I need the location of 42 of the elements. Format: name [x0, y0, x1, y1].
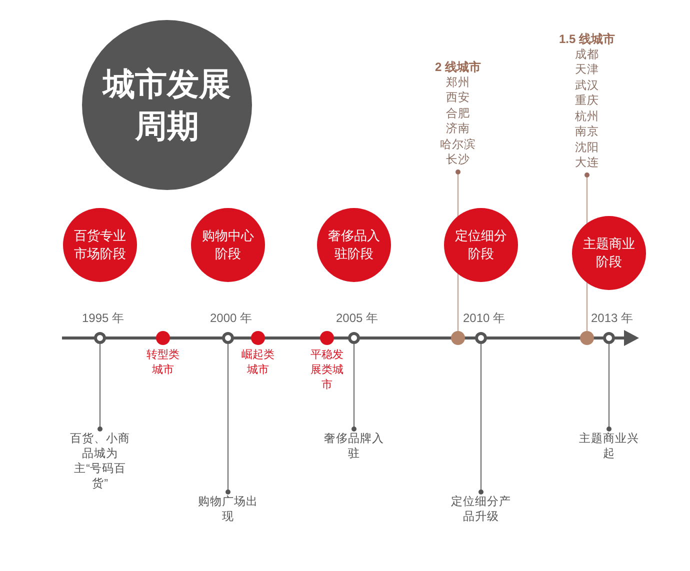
note-text: 定位细分产品升级	[450, 495, 512, 525]
year-label: 2000 年	[208, 310, 254, 327]
note-text: 购物广场出现	[197, 495, 259, 525]
year-label: 2010 年	[462, 310, 506, 327]
city-name: 杭州	[574, 110, 600, 124]
leader-line	[606, 344, 612, 432]
leader-line	[478, 344, 484, 494]
stage-circle: 奢侈品入驻阶段	[317, 208, 391, 282]
city-name: 合肥	[445, 106, 471, 122]
tier-heading: 2 线城市	[434, 60, 482, 76]
city-name: 成都	[574, 48, 600, 62]
city-name: 武汉	[574, 78, 600, 94]
city-name: 长沙	[445, 153, 471, 168]
city-type-label: 转型类城市	[146, 348, 180, 378]
city-name: 西安	[445, 91, 471, 106]
city-name: 重庆	[574, 94, 600, 109]
stage-circle: 定位细分阶段	[444, 208, 518, 282]
year-label: 2013 年	[590, 310, 634, 327]
city-dot	[451, 331, 465, 345]
stage-circle: 主题商业阶段	[572, 216, 646, 290]
city-name: 南京	[574, 125, 600, 140]
note-text: 奢侈品牌入驻	[323, 432, 385, 462]
city-name: 天津	[574, 63, 600, 78]
city-name: 郑州	[445, 76, 471, 90]
city-type-label: 崛起类城市	[240, 348, 276, 378]
leader-line	[226, 344, 230, 494]
city-name: 大连	[574, 156, 600, 171]
year-label: 1995 年	[80, 310, 126, 327]
stage-circle: 百货专业市场阶段	[63, 208, 137, 282]
stage-circle: 购物中心阶段	[191, 208, 265, 282]
city-dot	[580, 331, 594, 345]
leader-line	[98, 344, 102, 432]
city-type-label: 平稳发展类城市	[310, 348, 344, 393]
leader-line	[352, 344, 356, 432]
year-label: 2005 年	[334, 310, 380, 327]
note-text: 主题商业兴起	[578, 432, 640, 462]
title-circle: 城市发展周期	[82, 20, 252, 190]
note-text: 百货、小商品城为主“号码百货”	[69, 432, 131, 492]
city-name: 济南	[445, 122, 471, 137]
tier-heading: 1.5 线城市	[558, 32, 616, 48]
city-name: 沈阳	[574, 140, 600, 156]
city-name: 哈尔滨	[439, 138, 477, 152]
